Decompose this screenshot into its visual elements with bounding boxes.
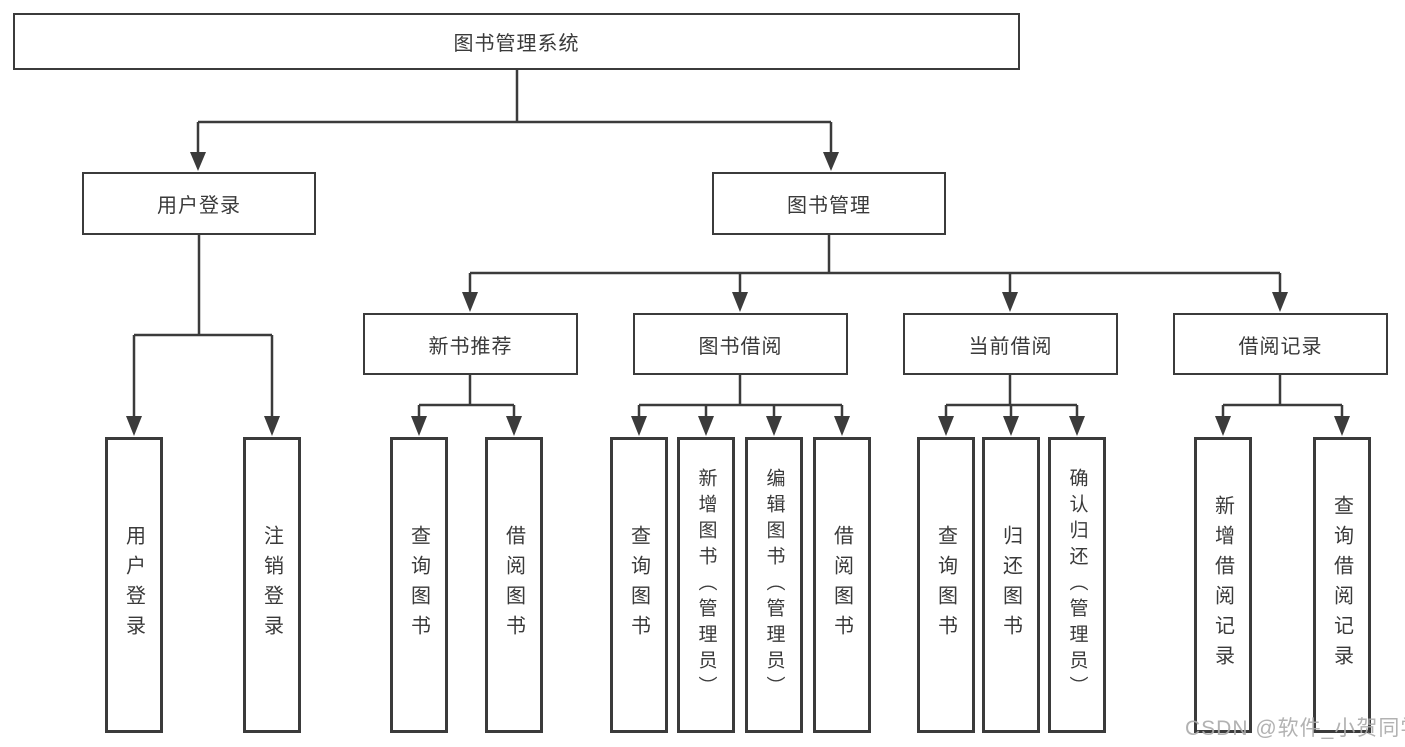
node-label: 借阅图书 <box>830 525 853 645</box>
connector-line <box>196 70 833 157</box>
leaf-edit-books-admin: 编辑图书（管理员） <box>745 437 803 733</box>
arrowhead-down-icon <box>506 416 522 436</box>
node-book-management: 图书管理 <box>712 172 946 235</box>
node-label: 新书推荐 <box>428 335 513 358</box>
arrowhead-down-icon <box>1003 416 1019 436</box>
node-label: 借阅记录 <box>1238 335 1323 358</box>
arrowhead-down-icon <box>126 416 142 436</box>
leaf-borrow-books-1: 借阅图书 <box>485 437 543 733</box>
connector-new-book-rec-to-leaves <box>411 375 522 436</box>
arrowhead-down-icon <box>190 152 206 171</box>
arrowhead-down-icon <box>462 292 478 312</box>
node-label: 图书借阅 <box>698 335 783 358</box>
arrowhead-down-icon <box>1069 416 1085 436</box>
leaf-query-books-3: 查询图书 <box>917 437 975 733</box>
leaf-add-books-admin: 新增图书（管理员） <box>677 437 735 733</box>
arrowhead-down-icon <box>834 416 850 436</box>
connector-line <box>944 375 1079 420</box>
arrowhead-down-icon <box>1215 416 1231 436</box>
node-label: 编辑图书（管理员） <box>763 468 785 702</box>
leaf-logout: 注销登录 <box>243 437 301 733</box>
node-root-system: 图书管理系统 <box>13 13 1020 70</box>
node-label: 用户登录 <box>157 195 241 217</box>
leaf-user-login: 用户登录 <box>105 437 163 733</box>
node-label: 新增借阅记录 <box>1211 495 1234 675</box>
node-new-book-recommend: 新书推荐 <box>363 313 578 375</box>
node-label: 用户登录 <box>122 525 145 645</box>
node-book-borrow: 图书借阅 <box>633 313 848 375</box>
node-label: 查询图书 <box>934 525 957 645</box>
node-label: 图书管理 <box>787 195 871 217</box>
leaf-confirm-return-admin: 确认归还（管理员） <box>1048 437 1106 733</box>
node-label: 当前借阅 <box>968 335 1053 358</box>
node-current-borrow: 当前借阅 <box>903 313 1118 375</box>
leaf-add-borrow-record: 新增借阅记录 <box>1194 437 1252 733</box>
arrowhead-down-icon <box>631 416 647 436</box>
leaf-query-books-1: 查询图书 <box>390 437 448 733</box>
node-label: 查询图书 <box>627 525 650 645</box>
arrowhead-down-icon <box>264 416 280 436</box>
node-label: 借阅图书 <box>502 525 525 645</box>
connector-line <box>417 375 516 420</box>
arrowhead-down-icon <box>823 152 839 171</box>
node-label: 查询图书 <box>407 525 430 645</box>
arrowhead-down-icon <box>766 416 782 436</box>
leaf-return-books: 归还图书 <box>982 437 1040 733</box>
node-label: 图书管理系统 <box>453 33 580 55</box>
node-label: 注销登录 <box>260 525 283 645</box>
node-label: 确认归还（管理员） <box>1066 468 1088 702</box>
arrowhead-down-icon <box>938 416 954 436</box>
node-label: 新增图书（管理员） <box>695 468 717 702</box>
node-borrow-records: 借阅记录 <box>1173 313 1388 375</box>
leaf-query-borrow-record: 查询借阅记录 <box>1313 437 1371 733</box>
node-label: 查询借阅记录 <box>1330 495 1353 675</box>
arrowhead-down-icon <box>732 292 748 312</box>
arrowhead-down-icon <box>411 416 427 436</box>
connector-line <box>468 235 1282 296</box>
connector-root-to-level1 <box>190 70 839 171</box>
connector-current-borrow-to-leaves <box>938 375 1085 436</box>
node-label: 归还图书 <box>999 525 1022 645</box>
node-user-login: 用户登录 <box>82 172 316 235</box>
arrowhead-down-icon <box>698 416 714 436</box>
connector-borrow-records-to-leaves <box>1215 375 1350 436</box>
leaf-borrow-books-2: 借阅图书 <box>813 437 871 733</box>
connector-line <box>637 375 844 420</box>
connector-line <box>132 235 274 421</box>
leaf-query-books-2: 查询图书 <box>610 437 668 733</box>
connector-user-login-to-leaves <box>126 235 280 436</box>
connector-book-borrow-to-leaves <box>631 375 850 436</box>
csdn-watermark: CSDN @软件_小贺同学 <box>1185 717 1405 740</box>
arrowhead-down-icon <box>1272 292 1288 312</box>
arrowhead-down-icon <box>1334 416 1350 436</box>
connector-line <box>1221 375 1344 420</box>
connector-book-management-to-level2 <box>462 235 1288 312</box>
arrowhead-down-icon <box>1002 292 1018 312</box>
